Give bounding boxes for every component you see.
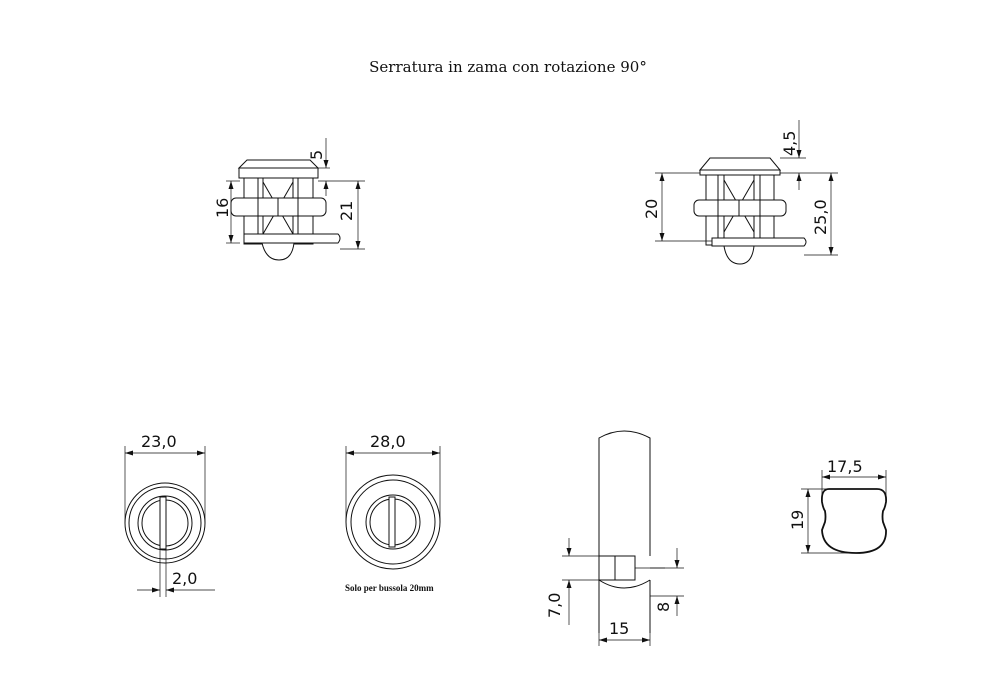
dim-front-large-diameter: 28,0 [370, 432, 406, 451]
dim-small-height: 16 [213, 198, 232, 218]
dim-key-height: 19 [788, 510, 807, 530]
cam-bar-view: 7,0 8 15 [545, 430, 684, 646]
dim-key-width: 17,5 [827, 457, 863, 476]
dim-cam-offset: 8 [654, 602, 673, 612]
dim-cam-height: 7,0 [545, 593, 564, 618]
side-view-large-lock: 4,5 20 25,0 [642, 120, 838, 265]
side-view-small-lock: 5 16 21 [213, 138, 365, 261]
dim-small-total: 21 [337, 201, 356, 221]
dim-large-total: 25,0 [811, 199, 830, 235]
front-view-small-lock: 23,0 2,0 [124, 432, 215, 597]
dim-front-small-diameter: 23,0 [141, 432, 177, 451]
drawing-title: Serratura in zama con rotazione 90° [369, 58, 647, 76]
dim-large-height: 20 [642, 199, 661, 219]
dim-front-small-slot: 2,0 [172, 569, 197, 588]
dim-large-top: 4,5 [780, 131, 799, 156]
key-profile-view: 17,5 19 [788, 457, 887, 554]
bushing-note: Solo per bussola 20mm [345, 583, 434, 593]
dim-small-top: 5 [307, 150, 326, 160]
dim-cam-width: 15 [609, 619, 629, 638]
front-view-large-lock: 28,0 Solo per bussola 20mm [345, 432, 441, 593]
